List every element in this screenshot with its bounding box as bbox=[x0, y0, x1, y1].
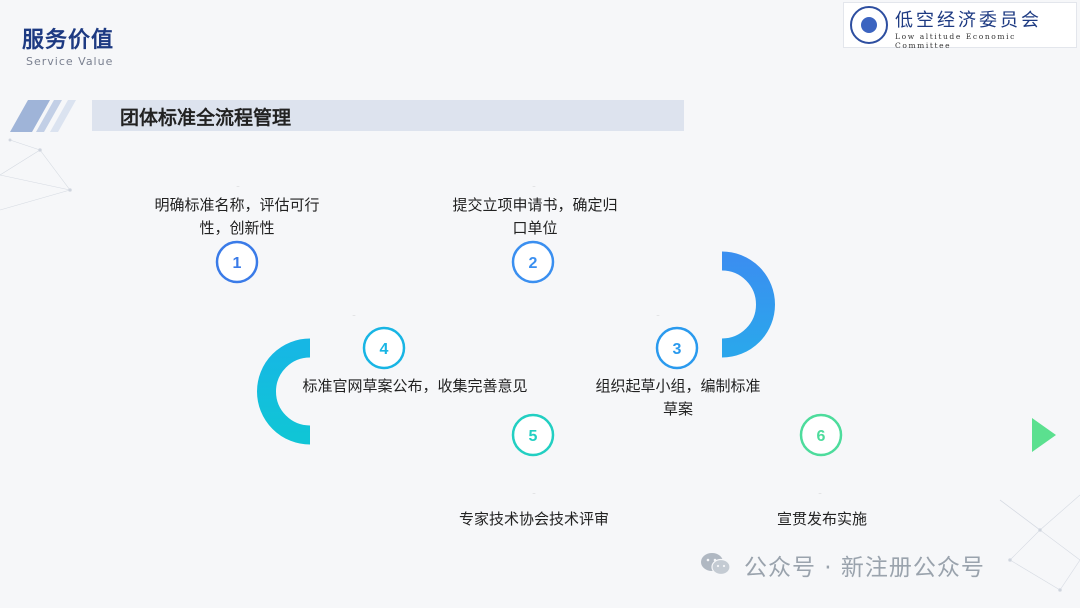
watermark-text: 公众号 · 新注册公众号 bbox=[744, 555, 985, 581]
placeholder-mark: — bbox=[532, 491, 536, 495]
step-label-3: 组织起草小组，编制标准草案 bbox=[595, 377, 761, 418]
section-header-bar bbox=[92, 100, 684, 131]
step-label-1: 明确标准名称，评估可行性，创新性 bbox=[154, 196, 320, 237]
step-node-1: 1 bbox=[215, 240, 259, 284]
step-number-5: 5 bbox=[529, 428, 538, 445]
step-label-4: 标准官网草案公布，收集完善意见 bbox=[302, 377, 528, 395]
page-subtitle: Service Value bbox=[26, 55, 114, 68]
step-node-6: 6 bbox=[799, 413, 843, 457]
step-number-4: 4 bbox=[380, 341, 389, 358]
step-number-3: 3 bbox=[673, 341, 682, 358]
placeholder-mark: — bbox=[236, 184, 240, 188]
logo-chinese-name: 低空经济委员会 bbox=[895, 10, 1042, 31]
step-number-2: 2 bbox=[529, 255, 538, 272]
committee-logo: 低空经济委员会 Low altitude Economic Committee bbox=[843, 2, 1077, 50]
step-label-5: 专家技术协会技术评审 bbox=[458, 510, 609, 528]
section-title: 团体标准全流程管理 bbox=[120, 107, 292, 129]
step-node-2: 2 bbox=[511, 240, 555, 284]
step-number-6: 6 bbox=[817, 428, 826, 445]
wechat-icon bbox=[701, 553, 731, 576]
step-node-4: 4 bbox=[362, 326, 406, 370]
step-label-6: 宣贯发布实施 bbox=[776, 510, 867, 528]
seal-icon bbox=[850, 6, 888, 44]
placeholder-mark: — bbox=[532, 184, 536, 188]
step-label-2: 提交立项申请书，确定归口单位 bbox=[452, 196, 618, 237]
placeholder-mark: — bbox=[818, 491, 822, 495]
step-node-3: 3 bbox=[655, 326, 699, 370]
step-number-1: 1 bbox=[233, 255, 242, 272]
placeholder-mark: — bbox=[656, 313, 660, 317]
placeholder-mark: — bbox=[352, 313, 356, 317]
step-node-5: 5 bbox=[511, 413, 555, 457]
logo-english-name: Low altitude Economic Committee bbox=[895, 32, 1016, 50]
decorative-stripes-icon bbox=[10, 100, 76, 132]
page-title: 服务价值 bbox=[22, 28, 115, 53]
